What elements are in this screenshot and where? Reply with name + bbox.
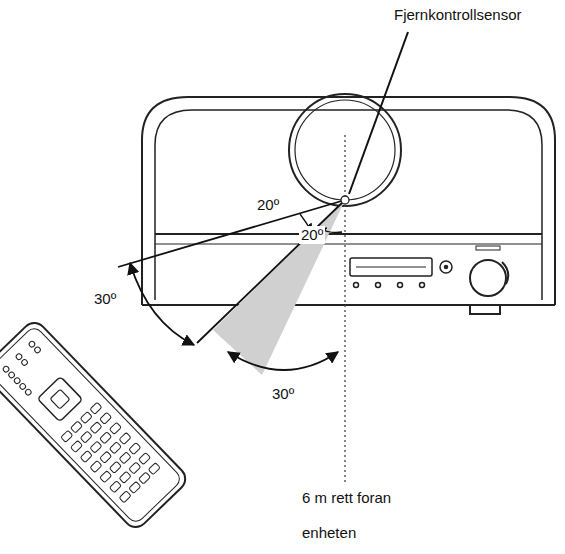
remote-button [24, 388, 32, 396]
front-controls [350, 246, 508, 296]
angle-label: 20º [299, 226, 325, 244]
remote-button [90, 402, 102, 414]
sensor [341, 196, 349, 204]
remote-button [138, 453, 150, 465]
remote-button [90, 461, 102, 473]
angle-lines [118, 200, 345, 370]
remote-button [8, 371, 16, 379]
remote-button [129, 481, 141, 493]
remote-button [139, 472, 151, 484]
remote-button [119, 432, 131, 444]
remote-button [70, 440, 82, 452]
remote-button [119, 452, 131, 464]
remote-button [100, 412, 112, 424]
remote-button [129, 462, 141, 474]
angle-label: 20º [255, 196, 281, 214]
remote-button [2, 365, 10, 373]
remote-button [28, 340, 36, 348]
reception-cone [213, 200, 345, 375]
remote-button [100, 471, 112, 483]
remote-button [100, 451, 112, 463]
angle-label: 30º [92, 290, 118, 308]
remote-button [129, 443, 141, 455]
remote-button [19, 382, 27, 390]
remote-button [90, 441, 102, 453]
remote-button [80, 431, 92, 443]
remote-button [119, 471, 131, 483]
angle-label: 30º [270, 385, 296, 403]
remote-button [90, 422, 102, 434]
remote-button [119, 491, 131, 503]
remote-button [13, 377, 21, 385]
remote-button [70, 421, 82, 433]
remote-button [80, 451, 92, 463]
remote-button [61, 430, 73, 442]
leader-line [349, 32, 408, 194]
distance-note: 6 m rett foran enheten [302, 481, 410, 550]
remote-control [0, 318, 190, 532]
remote-button [15, 353, 23, 361]
center-line [344, 135, 345, 482]
remote-button [109, 461, 121, 473]
remote-button [100, 432, 112, 444]
part-label: Fjernkontrollsensor [394, 6, 522, 24]
remote-button [148, 463, 160, 475]
remote-button [109, 442, 121, 454]
remote-button [109, 422, 121, 434]
remote-button [109, 481, 121, 493]
remote-button [34, 346, 42, 354]
remote-button [80, 412, 92, 424]
remote-button [21, 358, 29, 366]
